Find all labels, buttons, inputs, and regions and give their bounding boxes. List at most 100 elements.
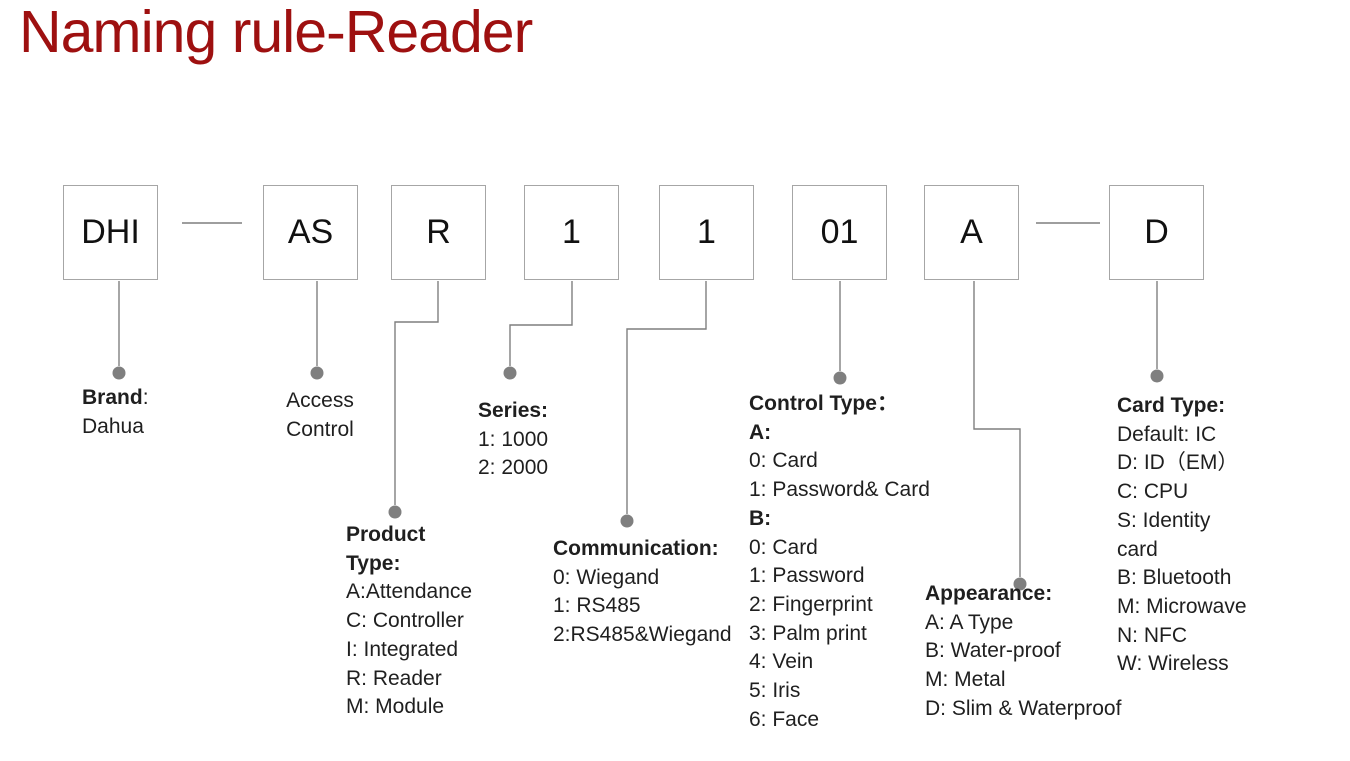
code-box-communication: 1 <box>659 185 754 280</box>
control-type-line-9: 4: Vein <box>749 648 930 677</box>
series-line-1: 1: 1000 <box>478 426 548 455</box>
card-type-line-2: D: ID（EM） <box>1117 449 1247 478</box>
card-type-line-7: M: Microwave <box>1117 593 1247 622</box>
product-type-line-5: R: Reader <box>346 665 472 694</box>
control-type-line-7: 2: Fingerprint <box>749 591 930 620</box>
communication-line-1: 0: Wiegand <box>553 564 732 593</box>
code-box-product-type: R <box>391 185 486 280</box>
control-type-line-0: Control Type： <box>749 390 930 419</box>
connector-dot-access <box>310 366 324 380</box>
regular-text: I: Integrated <box>346 637 459 661</box>
series-label: Series: 1: 1000 2: 2000 <box>478 397 548 483</box>
connector-line-appearance <box>973 281 1021 577</box>
connector-line-product-type <box>394 281 439 505</box>
communication-line-2: 1: RS485 <box>553 592 732 621</box>
control-type-line-5: 0: Card <box>749 534 930 563</box>
connector-dot-series <box>503 366 517 380</box>
regular-text: C: Controller <box>346 609 464 633</box>
page-title: Naming rule-Reader <box>19 0 533 65</box>
regular-text: 2: 2000 <box>478 456 549 480</box>
connector-dot-product-type <box>388 505 402 519</box>
product-type-line-0: Product <box>346 521 472 550</box>
code-box-appearance: A <box>924 185 1019 280</box>
regular-text: 0: Card <box>749 535 818 559</box>
regular-text: 4: Vein <box>749 650 814 674</box>
regular-text: S: Identity <box>1117 508 1211 532</box>
bold-text: Series: <box>478 399 549 422</box>
communication-label: Communication:0: Wiegand 1: RS485 2:RS485&… <box>553 535 732 650</box>
connector-dot-control-type <box>833 371 847 385</box>
series-line-0: Series: <box>478 397 548 426</box>
regular-text: B: Water-proof <box>925 639 1061 663</box>
bold-text: Appearance: <box>925 582 1053 605</box>
product-type-line-2: A:Attendance <box>346 578 472 607</box>
code-box-label-brand: DHI <box>81 213 140 251</box>
regular-text: 1: RS485 <box>553 594 641 618</box>
connector-dot-appearance <box>1013 577 1027 591</box>
card-type-line-9: W: Wireless <box>1117 650 1247 679</box>
bold-text: Control Type： <box>749 392 898 415</box>
bold-text: B: <box>749 506 772 530</box>
communication-line-0: Communication: <box>553 535 732 564</box>
appearance-line-1: A: A Type <box>925 609 1121 638</box>
connector-dot-card-type <box>1150 369 1164 383</box>
regular-text: 2: Fingerprint <box>749 592 873 616</box>
control-type-line-1: A: <box>749 419 930 448</box>
card-type-line-3: C: CPU <box>1117 478 1247 507</box>
control-type-line-3: 1: Password& Card <box>749 476 930 505</box>
brand-label: Brand:Dahua <box>82 384 149 441</box>
control-type-line-11: 6: Face <box>749 706 930 735</box>
bold-text: Brand <box>82 386 143 409</box>
code-box-label-control-type: 01 <box>820 213 859 251</box>
bold-text: Type: <box>346 551 401 575</box>
regular-text: Control <box>286 417 354 441</box>
regular-text: Default: IC <box>1117 422 1217 446</box>
regular-text: 0: Card <box>749 449 818 473</box>
control-type-line-8: 3: Palm print <box>749 620 930 649</box>
regular-text: 5: Iris <box>749 679 801 703</box>
card-type-line-1: Default: IC <box>1117 421 1247 450</box>
access-line-1: Control <box>250 416 390 445</box>
connector-line-series <box>509 281 573 366</box>
regular-text: 3: Palm print <box>749 621 867 645</box>
code-box-label-appearance: A <box>960 213 983 251</box>
card-type-line-4: S: Identity <box>1117 507 1247 536</box>
appearance-line-3: M: Metal <box>925 666 1121 695</box>
regular-text: 1: 1000 <box>478 427 549 451</box>
bold-text: Product <box>346 523 426 546</box>
code-box-label-access-control: AS <box>287 213 334 251</box>
regular-text: 0: Wiegand <box>553 565 660 589</box>
regular-text: : <box>142 386 149 409</box>
product-type-line-4: I: Integrated <box>346 636 472 665</box>
regular-text: A: A Type <box>925 610 1014 634</box>
communication-line-3: 2:RS485&Wiegand <box>553 621 732 650</box>
regular-text: 1: Password& Card <box>749 478 930 502</box>
code-box-card-type: D <box>1109 185 1204 280</box>
code-box-label-series: 1 <box>562 213 581 251</box>
card-type-line-5: card <box>1117 536 1247 565</box>
brand-line-0: Brand: <box>82 384 149 413</box>
product-type-line-6: M: Module <box>346 693 472 722</box>
regular-text: N: NFC <box>1117 623 1187 647</box>
card-type-line-8: N: NFC <box>1117 622 1247 651</box>
bold-text: A: <box>749 420 772 444</box>
code-box-brand: DHI <box>63 185 158 280</box>
appearance-line-2: B: Water-proof <box>925 637 1121 666</box>
code-box-series: 1 <box>524 185 619 280</box>
regular-text: B: Bluetooth <box>1117 566 1232 590</box>
regular-text: Dahua <box>82 414 144 438</box>
connector-dot-communication <box>620 514 634 528</box>
regular-text: A:Attendance <box>346 580 473 604</box>
product-type-line-3: C: Controller <box>346 607 472 636</box>
series-line-2: 2: 2000 <box>478 454 548 483</box>
regular-text: M: Microwave <box>1117 594 1247 618</box>
access-line-0: Access <box>250 387 390 416</box>
regular-text: M: Module <box>346 695 445 719</box>
regular-text: 6: Face <box>749 707 820 731</box>
card-type-line-0: Card Type: <box>1117 392 1247 421</box>
